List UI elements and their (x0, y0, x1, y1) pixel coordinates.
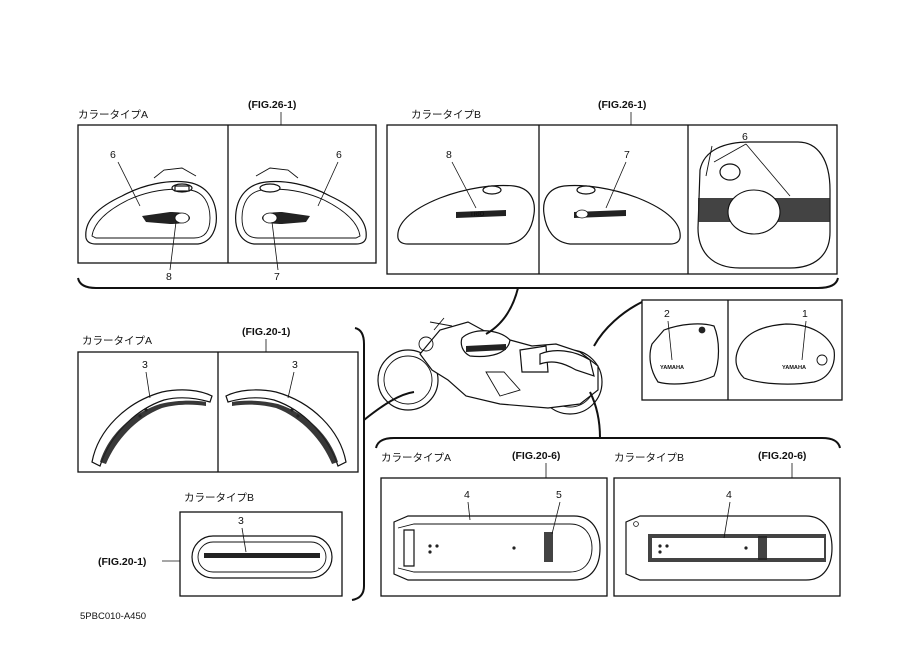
callout-2: 2 (664, 308, 670, 320)
connector-fender (363, 391, 415, 421)
callout-4: 4 (464, 489, 470, 501)
callout-3b: 3 (292, 359, 298, 371)
panel-tank-type-a: カラータイプA (FIG.26-1) 6 8 6 7 (77, 99, 377, 283)
fuel-tank-left-type-b: TRIO (397, 184, 535, 245)
panel-fender-type-b: カラータイプB 3 (FIG.20-1) (98, 492, 343, 597)
emblem-yamaha-right: YAMAHA (782, 365, 806, 371)
front-fender-left (91, 389, 213, 467)
panel-fender-type-a: カラータイプA (FIG.20-1) 3 3 (77, 326, 359, 473)
panel-rear-fender-type-a: カラータイプA (FIG.20-6) 4 5 (380, 450, 608, 597)
callout-8b: 8 (446, 149, 452, 161)
fuel-tank-right-type-b (543, 184, 681, 245)
front-fender-top-view (191, 535, 333, 579)
callout-8: 8 (166, 271, 172, 283)
connector-sidecover (593, 301, 643, 347)
fuel-tank-right-type-a (235, 167, 367, 245)
front-fender-right (225, 389, 347, 467)
callout-6b: 6 (336, 149, 342, 161)
label-color-type-b-rear: カラータイプB (614, 452, 684, 464)
fig-ref-26-1: (FIG.26-1) (248, 99, 296, 111)
connector-tank (485, 287, 519, 335)
fig-ref-20-1-b: (FIG.20-1) (98, 556, 146, 568)
rear-fender-top-type-a (393, 515, 601, 581)
label-color-type-a-fender: カラータイプA (82, 335, 152, 347)
drawing-code: 5PBC010-A450 (80, 611, 146, 622)
callout-7b: 7 (624, 149, 630, 161)
side-cover-left: YAMAHA (649, 323, 720, 385)
tank-logo-b: TRIO (470, 212, 485, 218)
panel-rear-fender-type-b: カラータイプB (FIG.20-6) 4 (613, 450, 841, 597)
fuel-tank-top-view (697, 141, 831, 269)
label-color-type-a-rear: カラータイプA (381, 452, 451, 464)
side-cover-right: YAMAHA (735, 323, 835, 385)
label-color-type-b-fender: カラータイプB (184, 492, 254, 504)
label-color-type-a: カラータイプA (78, 109, 148, 121)
fig-ref-20-6: (FIG.20-6) (512, 450, 560, 462)
fig-ref-26-1-b: (FIG.26-1) (598, 99, 646, 111)
callout-3: 3 (142, 359, 148, 371)
callout-4b: 4 (726, 489, 732, 501)
callout-6: 6 (110, 149, 116, 161)
panel-tank-type-b: カラータイプB (FIG.26-1) TRIO 8 7 (386, 99, 838, 275)
callout-6c: 6 (742, 131, 748, 143)
connector-rear-fender (589, 391, 601, 439)
callout-7: 7 (274, 271, 280, 283)
fig-ref-20-1: (FIG.20-1) (242, 326, 290, 338)
brace-bottom (375, 437, 841, 449)
brace-left (351, 327, 365, 601)
emblem-yamaha-left: YAMAHA (660, 365, 684, 371)
brace-top (77, 277, 839, 289)
motorcycle-illustration (377, 317, 603, 415)
callout-5: 5 (556, 489, 562, 501)
callout-3c: 3 (238, 515, 244, 527)
rear-fender-top-type-b (625, 515, 833, 581)
callout-1: 1 (802, 308, 808, 320)
fuel-tank-left-type-a (85, 167, 217, 245)
fig-ref-20-6-b: (FIG.20-6) (758, 450, 806, 462)
label-color-type-b: カラータイプB (411, 109, 481, 121)
panel-side-covers: YAMAHA 2 YAMAHA 1 (641, 299, 843, 401)
